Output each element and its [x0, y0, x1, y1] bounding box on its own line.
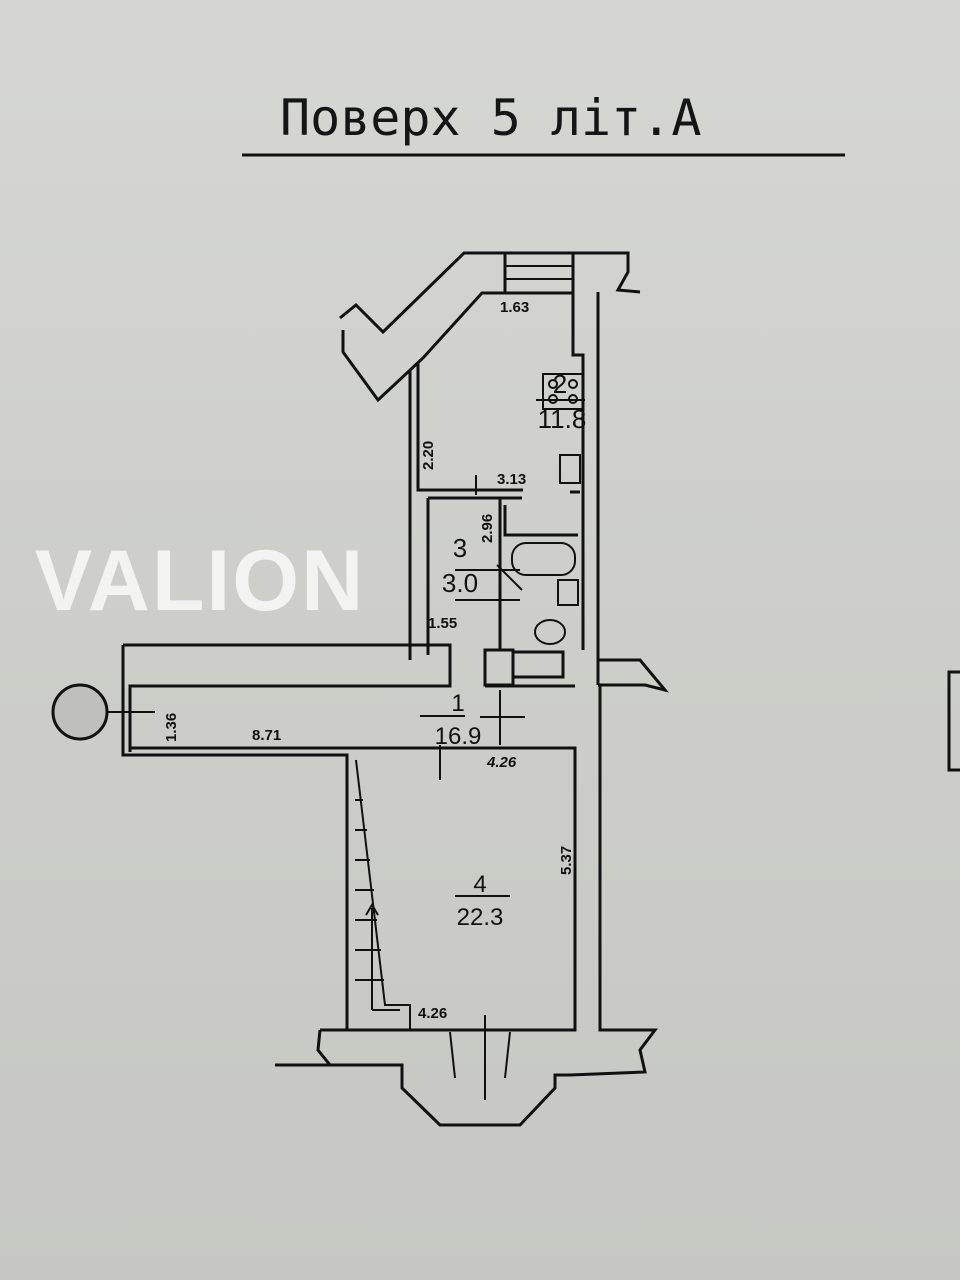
appliances: [511, 373, 584, 645]
sink-icon: [559, 454, 581, 484]
bathtub-icon: [511, 542, 576, 576]
room-2-number: 2: [553, 369, 567, 399]
edge-fragment: [947, 670, 960, 772]
dim-room4-width: 4.26: [486, 754, 517, 771]
dim-kitchen-depth: 2.20: [420, 441, 437, 470]
dim-corridor-depth: 1.36: [163, 713, 180, 742]
walls: [121, 251, 670, 1127]
stove-icon: [542, 373, 584, 410]
watermark-logo: VALION: [35, 533, 366, 629]
dim-corridor-length: 8.71: [252, 727, 281, 744]
room-1-number: 1: [451, 690, 464, 717]
room-4-area: 22.3: [457, 904, 504, 931]
dim-bath-depth: 2.96: [479, 514, 496, 543]
room-2-area: 11.8: [538, 404, 587, 434]
dim-room4-depth: 5.37: [558, 846, 575, 875]
dim-kitchen-width: 3.13: [497, 471, 526, 488]
room-3-area: 3.0: [442, 568, 478, 598]
room-4-number: 4: [473, 871, 486, 898]
room-1-area: 16.9: [435, 723, 482, 750]
staircase: [355, 759, 411, 1030]
washbasin-icon: [557, 579, 579, 606]
toilet-icon: [534, 619, 566, 645]
dim-bath-width: 1.55: [428, 615, 457, 632]
room-3-number: 3: [453, 533, 467, 563]
entrance-circle-icon: [51, 683, 109, 741]
dim-room4-bottom: 4.26: [418, 1005, 447, 1022]
floor-title: Поверх 5 літ.А: [280, 89, 701, 147]
dim-stair-top: 1.63: [500, 299, 529, 316]
entry-marker: [51, 683, 155, 741]
